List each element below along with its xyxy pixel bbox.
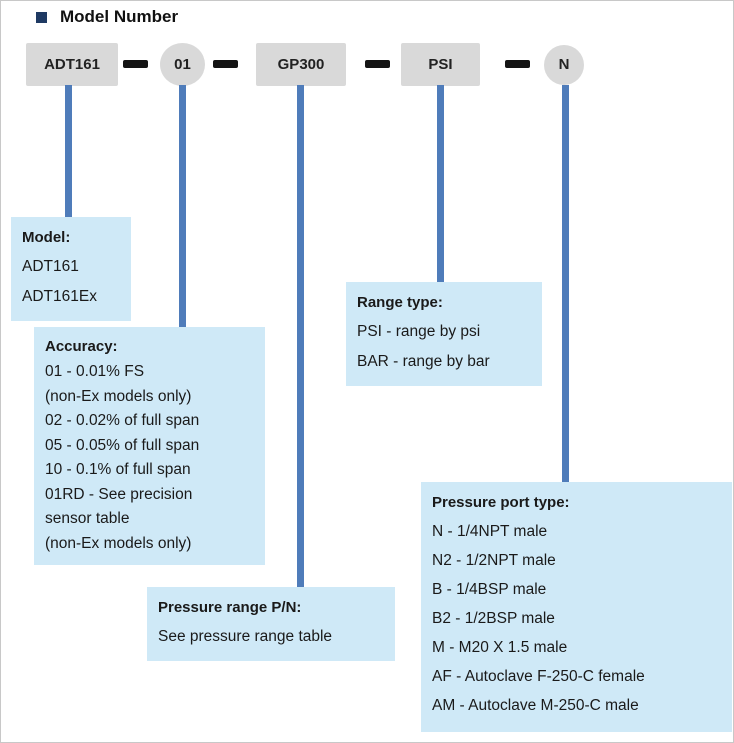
callout-range-type: Range type: PSI - range by psi BAR - ran… <box>346 282 542 386</box>
connector-range-type-line <box>437 85 444 283</box>
connector-model-line <box>65 85 72 218</box>
dash-separator <box>505 60 530 68</box>
callout-accuracy: Accuracy: 01 - 0.01% FS (non-Ex models o… <box>34 327 265 565</box>
callout-model: Model: ADT161 ADT161Ex <box>11 217 131 321</box>
callout-line: PSI - range by psi <box>357 323 481 340</box>
callout-heading: Pressure port type: <box>432 494 570 511</box>
segment-range-type-code: PSI <box>401 43 480 86</box>
callout-line: ADT161 <box>22 258 79 275</box>
callout-line: sensor table <box>45 510 130 527</box>
callout-line: 05 - 0.05% of full span <box>45 436 200 454</box>
segment-pressure-range-code: GP300 <box>256 43 346 86</box>
callout-port-type: Pressure port type: N - 1/4NPT male N2 -… <box>421 482 732 732</box>
callout-heading: Range type: <box>357 294 443 311</box>
callout-line: AM - Autoclave M-250-C male <box>432 697 639 714</box>
callout-line: N2 - 1/2NPT male <box>432 552 556 569</box>
connector-port-line <box>562 85 569 483</box>
callout-line: B2 - 1/2BSP male <box>432 610 555 627</box>
callout-line: N - 1/4NPT male <box>432 523 548 540</box>
dash-separator <box>123 60 148 68</box>
bullet-square-icon <box>36 11 47 23</box>
callout-heading: Accuracy: <box>45 338 118 355</box>
connector-pressure-range-line <box>297 85 304 588</box>
diagram-title-row: Model Number <box>36 7 178 27</box>
callout-heading: Model: <box>22 229 71 246</box>
connector-accuracy-line <box>179 85 186 328</box>
callout-pressure-range: Pressure range P/N: See pressure range t… <box>147 587 395 661</box>
callout-line: 01RD - See precision <box>45 485 193 503</box>
callout-heading: Pressure range P/N: <box>158 599 302 616</box>
callout-line: 01 - 0.01% FS <box>45 363 145 380</box>
callout-line: 10 - 0.1% of full span <box>45 461 191 478</box>
callout-line: See pressure range table <box>158 628 333 645</box>
callout-line: BAR - range by bar <box>357 353 490 370</box>
dash-separator <box>213 60 238 68</box>
callout-line: ADT161Ex <box>22 288 97 305</box>
dash-separator <box>365 60 390 68</box>
callout-line: M - M20 X 1.5 male <box>432 639 568 656</box>
callout-line: (non-Ex models only) <box>45 534 192 552</box>
segment-accuracy-code: 01 <box>160 43 205 86</box>
callout-line: (non-Ex models only) <box>45 387 192 405</box>
callout-line: 02 - 0.02% of full span <box>45 412 200 429</box>
callout-line: AF - Autoclave F-250-C female <box>432 668 645 685</box>
segment-model-code: ADT161 <box>26 43 118 86</box>
page-title: Model Number <box>60 7 179 26</box>
segment-port-code: N <box>544 45 584 85</box>
callout-line: B - 1/4BSP male <box>432 581 547 598</box>
